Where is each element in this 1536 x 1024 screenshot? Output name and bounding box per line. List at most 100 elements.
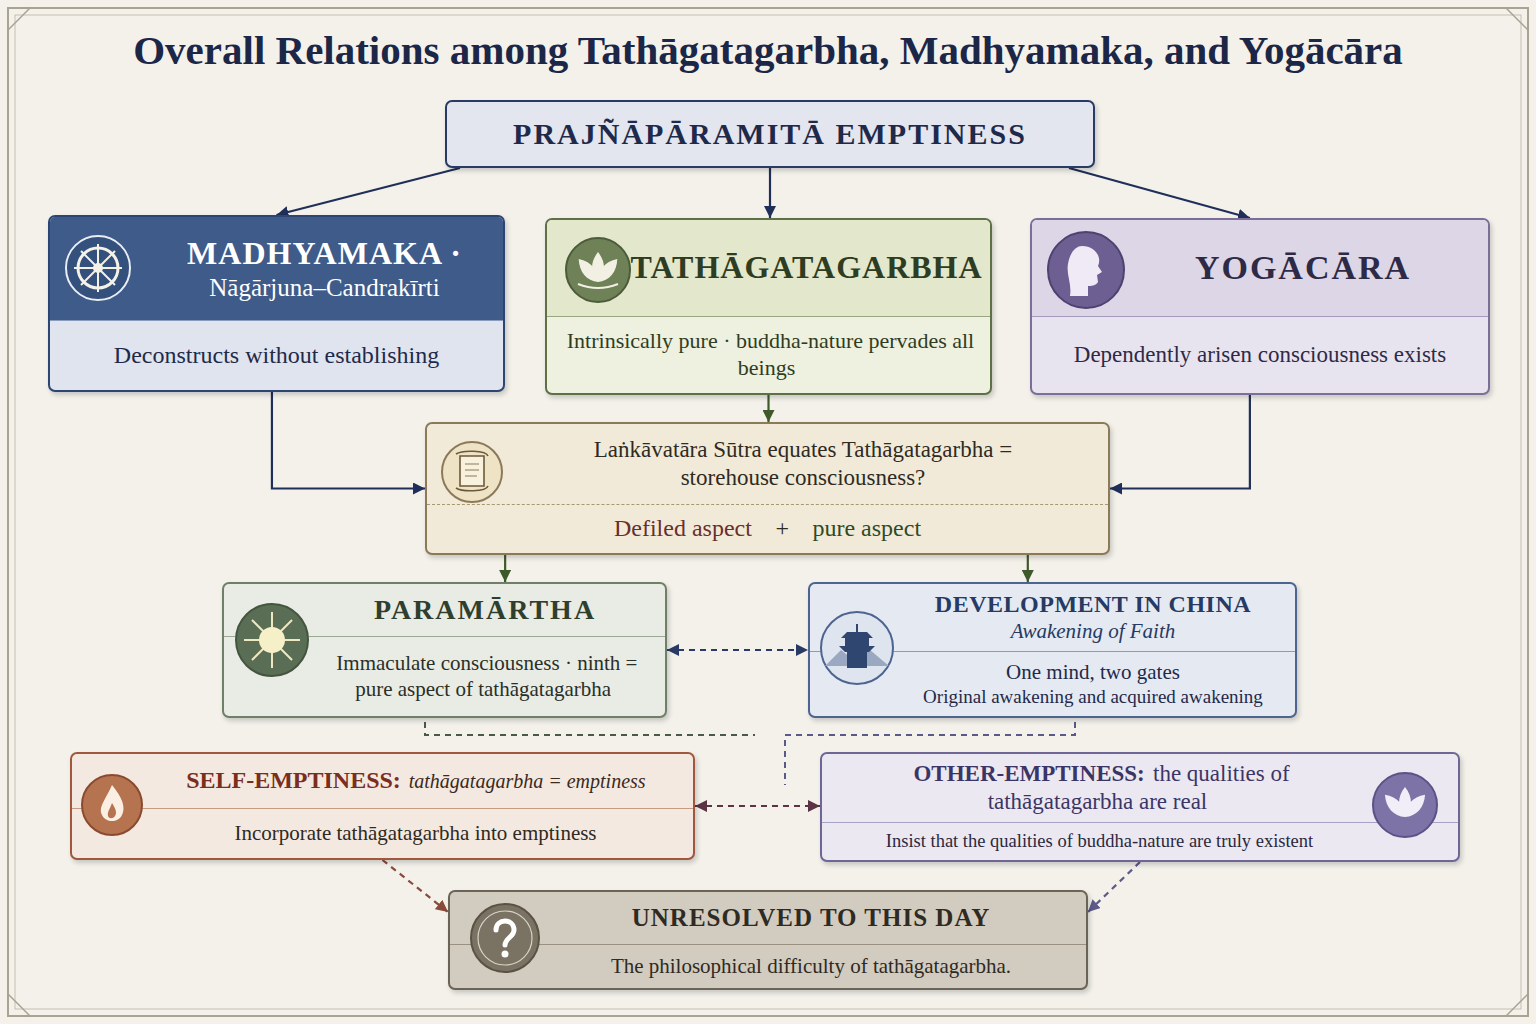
connector-arrow	[1110, 395, 1250, 489]
box-body: Dependently arisen consciousness exists	[1032, 316, 1488, 393]
box-header: TATHĀGATAGARBHA	[547, 220, 990, 316]
scroll-icon	[442, 442, 502, 502]
box-text: Deconstructs without establishing	[114, 342, 439, 368]
box-body: Intrinsically pure · buddha-nature perva…	[547, 316, 990, 393]
view-box: SELF-EMPTINESS:tathāgatagarbha = emptine…	[70, 752, 695, 860]
profile-icon	[1048, 232, 1124, 308]
school-box: YOGĀCĀRA Dependently arisen consciousness…	[1030, 218, 1490, 395]
box-header: DEVELOPMENT IN CHINAAwakening of Faith	[810, 584, 1295, 651]
source-box: PRAJÑĀPĀRAMITĀ EMPTINESS	[445, 100, 1095, 168]
text-row: SELF-EMPTINESS:tathāgatagarbha = emptine…	[182, 766, 649, 795]
text-row: UNRESOLVED TO THIS DAY	[627, 903, 995, 934]
connector-arrow	[769, 168, 771, 218]
text-row: PRAJÑĀPĀRAMITĀ EMPTINESS	[508, 116, 1033, 153]
box-header: YOGĀCĀRA	[1032, 220, 1488, 316]
flame-icon	[82, 775, 142, 835]
box-text: Dependently arisen consciousness exists	[1074, 342, 1446, 367]
box-text: Original awakening and acquired awakenin…	[923, 686, 1263, 707]
sun-icon	[236, 604, 308, 676]
dashed-leader	[425, 722, 755, 735]
box-text: Immaculate consciousness · ninth = pure …	[336, 651, 637, 701]
box-header: PRAJÑĀPĀRAMITĀ EMPTINESS	[447, 102, 1093, 166]
connector-arrow	[383, 860, 449, 912]
box-body: The philosophical difficulty of tathāgat…	[450, 944, 1086, 988]
box-text: Intrinsically pure · buddha-nature perva…	[567, 328, 974, 380]
school-box: MADHYAMAKA · Nāgārjuna–CandrakīrtiDeconst…	[48, 215, 505, 392]
text-row: Original awakening and acquired awakenin…	[920, 685, 1267, 708]
text-row: YOGĀCĀRA	[1189, 247, 1417, 288]
connector-arrow	[277, 168, 460, 215]
conclusion-box: UNRESOLVED TO THIS DAY The philosophical …	[448, 890, 1088, 990]
temple-icon	[821, 612, 893, 684]
box-heading: PARAMĀRTHA	[374, 594, 596, 625]
box-heading: MADHYAMAKA ·	[187, 235, 462, 271]
text-row: Awakening of Faith	[1007, 619, 1179, 645]
text-row: Dependently arisen consciousness exists	[1070, 341, 1451, 369]
text-row: TATHĀGATAGARBHA	[625, 248, 989, 287]
text-row: OTHER-EMPTINESS:the qualities of tathāga…	[836, 760, 1363, 816]
corner-ornament	[8, 8, 1528, 1016]
box-heading: Laṅkāvatāra Sūtra equates Tathāgatagarbh…	[553, 436, 1053, 492]
box-header: UNRESOLVED TO THIS DAY	[450, 892, 1086, 944]
connector-arrow	[272, 392, 425, 489]
text-row: DEVELOPMENT IN CHINA	[931, 590, 1256, 619]
text-row: Nāgārjuna–Candrakīrti	[205, 273, 444, 304]
box-header: MADHYAMAKA · Nāgārjuna–Candrakīrti	[50, 217, 503, 320]
diagram-title: Overall Relations among Tathāgatagarbha,…	[0, 26, 1536, 74]
lotus-icon	[566, 238, 630, 302]
connector-arrow	[1027, 555, 1029, 582]
box-text: The philosophical difficulty of tathāgat…	[611, 954, 1011, 978]
text-row: Intrinsically pure · buddha-nature perva…	[561, 328, 976, 382]
text-row: One mind, two gates	[1002, 660, 1183, 686]
lotus-icon	[1373, 773, 1437, 837]
box-heading: TATHĀGATAGARBHA	[630, 249, 982, 285]
box-text: Defiled aspect	[614, 515, 752, 541]
box-heading: SELF-EMPTINESS:	[186, 767, 401, 793]
box-body: Deconstructs without establishing	[50, 320, 503, 390]
box-body: Immaculate consciousness · ninth = pure …	[224, 636, 665, 716]
development-box: DEVELOPMENT IN CHINAAwakening of FaithOn…	[808, 582, 1297, 718]
box-heading: DEVELOPMENT IN CHINA	[935, 591, 1251, 617]
outer-frame	[8, 8, 1528, 1016]
text-row: Laṅkāvatāra Sūtra equates Tathāgatagarbh…	[549, 436, 1057, 492]
box-body: Defiled aspect + pure aspect	[427, 504, 1108, 553]
box-text: One mind, two gates	[1006, 660, 1180, 684]
box-heading: OTHER-EMPTINESS:	[913, 761, 1144, 786]
box-body: One mind, two gatesOriginal awakening an…	[810, 651, 1295, 716]
text-row: Insist that the qualities of buddha-natu…	[882, 830, 1316, 853]
box-heading: UNRESOLVED TO THIS DAY	[632, 904, 991, 931]
connector-arrow	[1069, 168, 1250, 218]
box-heading: PRAJÑĀPĀRAMITĀ EMPTINESS	[513, 117, 1027, 150]
dharma-wheel-icon	[66, 236, 130, 300]
connector-arrow	[667, 649, 808, 651]
figure-box: PARAMĀRTHA Immaculate consciousness · nin…	[222, 582, 667, 718]
box-text: Incorporate tathāgatagarbha into emptine…	[234, 821, 596, 845]
box-text: Nāgārjuna–Candrakīrti	[209, 274, 439, 301]
sutra-box: Laṅkāvatāra Sūtra equates Tathāgatagarbh…	[425, 422, 1110, 555]
connector-arrow	[695, 805, 820, 807]
inner-frame	[15, 15, 1521, 1009]
box-text: +	[775, 515, 789, 541]
text-row: The philosophical difficulty of tathāgat…	[607, 954, 1015, 980]
text-row: PARAMĀRTHA	[369, 593, 601, 627]
school-box: TATHĀGATAGARBHA Intrinsically pure · budd…	[545, 218, 992, 395]
box-text: Insist that the qualities of buddha-natu…	[886, 831, 1313, 851]
text-row: Deconstructs without establishing	[110, 341, 444, 370]
box-header: SELF-EMPTINESS:tathāgatagarbha = emptine…	[72, 754, 693, 808]
question-icon	[471, 904, 539, 972]
text-row: Incorporate tathāgatagarbha into emptine…	[231, 821, 601, 847]
connector-arrow	[1088, 862, 1140, 912]
connector-arrow	[767, 395, 769, 422]
box-text: Awakening of Faith	[1011, 619, 1175, 643]
box-header: Laṅkāvatāra Sūtra equates Tathāgatagarbh…	[427, 424, 1108, 504]
box-text: pure aspect	[812, 515, 921, 541]
box-body: Incorporate tathāgatagarbha into emptine…	[72, 808, 693, 858]
connector-arrow	[504, 555, 506, 582]
box-header: OTHER-EMPTINESS:the qualities of tathāga…	[822, 754, 1458, 822]
box-heading: YOGĀCĀRA	[1195, 249, 1411, 286]
view-box: OTHER-EMPTINESS:the qualities of tathāga…	[820, 752, 1460, 862]
box-body: Insist that the qualities of buddha-natu…	[822, 822, 1458, 860]
text-row: Immaculate consciousness · ninth = pure …	[319, 651, 651, 702]
box-header: PARAMĀRTHA	[224, 584, 665, 636]
